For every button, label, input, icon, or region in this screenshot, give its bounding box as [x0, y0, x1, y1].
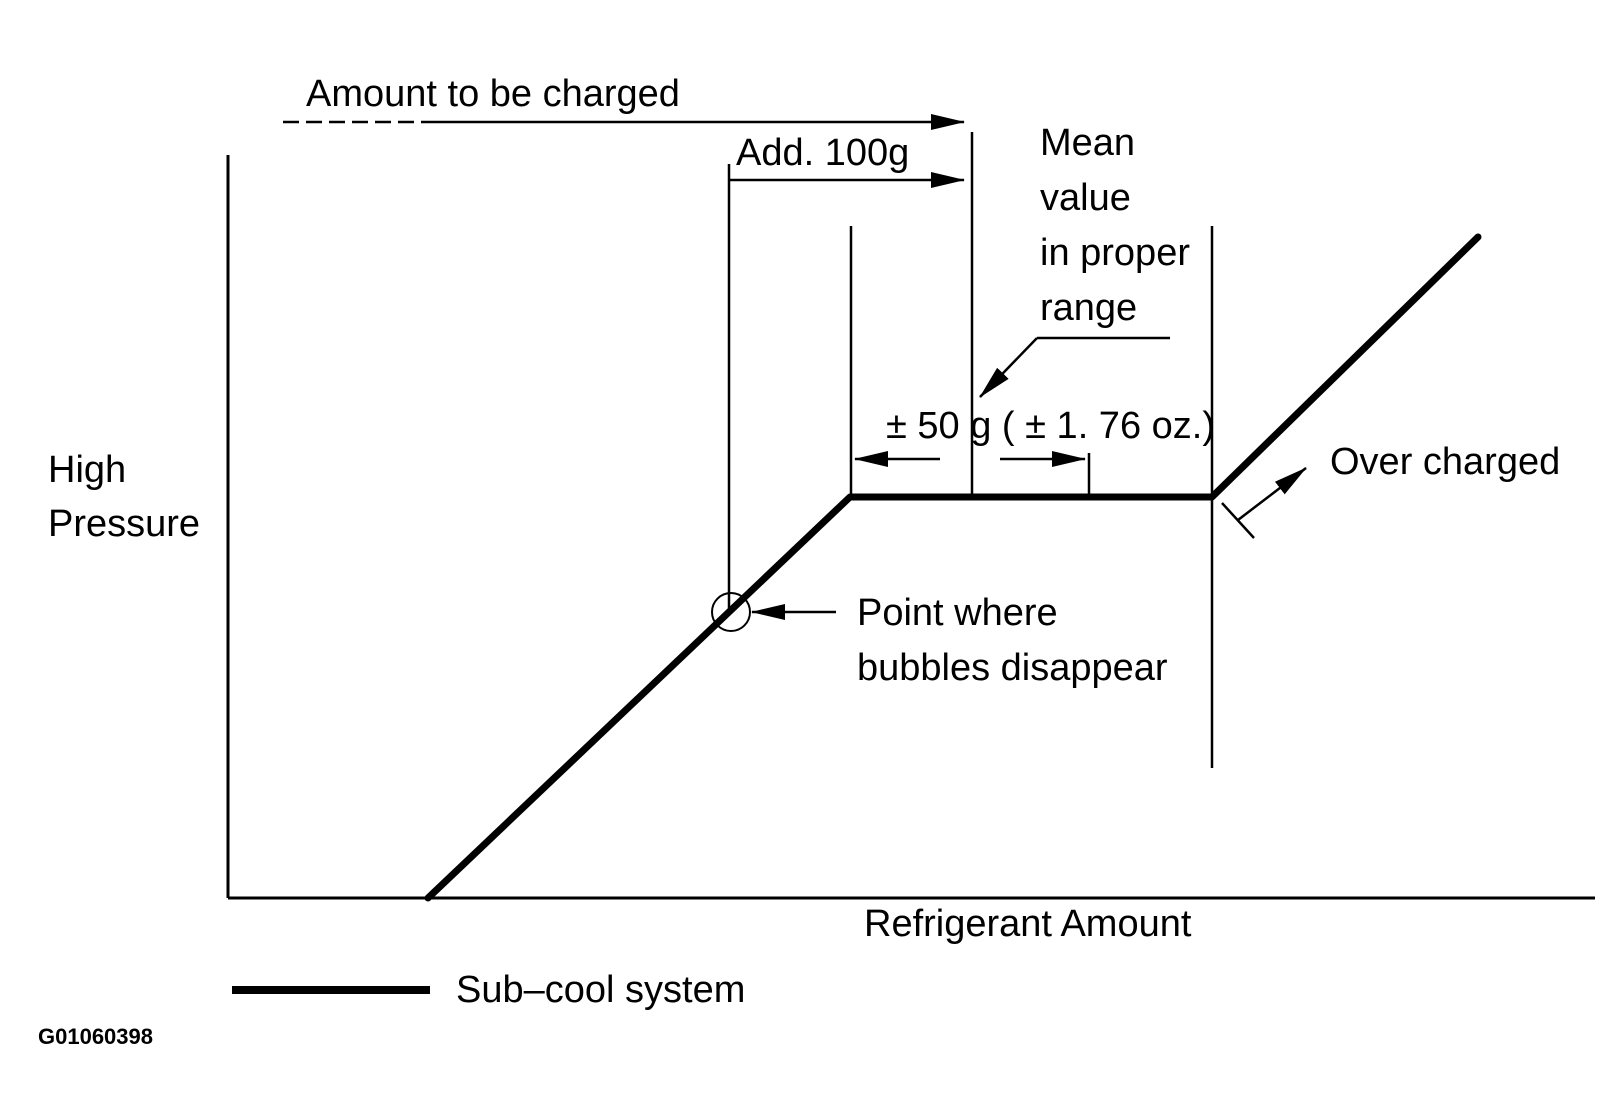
y-axis-label-line-2: Pressure [48, 503, 200, 545]
mean-label-line-2: value [1040, 177, 1131, 219]
add-label: Add. 100g [736, 132, 909, 174]
figure-code: G01060398 [38, 1024, 153, 1049]
bubble-label-line-1: Point where [857, 592, 1058, 634]
tolerance-label: ± 50 g ( ± 1. 76 oz.) [886, 405, 1215, 447]
x-axis-label: Refrigerant Amount [864, 903, 1192, 945]
over-charged-label: Over charged [1330, 441, 1560, 483]
over-charged-tick [1221, 502, 1255, 539]
mean-label-line-1: Mean [1040, 122, 1135, 164]
mean-pointer-arrow [979, 337, 1038, 398]
legend-label: Sub–cool system [456, 969, 745, 1011]
mean-label-line-4: range [1040, 287, 1137, 329]
amount-label: Amount to be charged [306, 73, 680, 115]
sub-cool-curve [424, 233, 1482, 902]
over-charged-arrow [1237, 467, 1307, 521]
bubble-point-marker [711, 592, 751, 632]
mean-label-line-3: in proper [1040, 232, 1190, 274]
bubble-label-line-2: bubbles disappear [857, 647, 1168, 689]
y-axis-label-line-1: High [48, 449, 126, 491]
